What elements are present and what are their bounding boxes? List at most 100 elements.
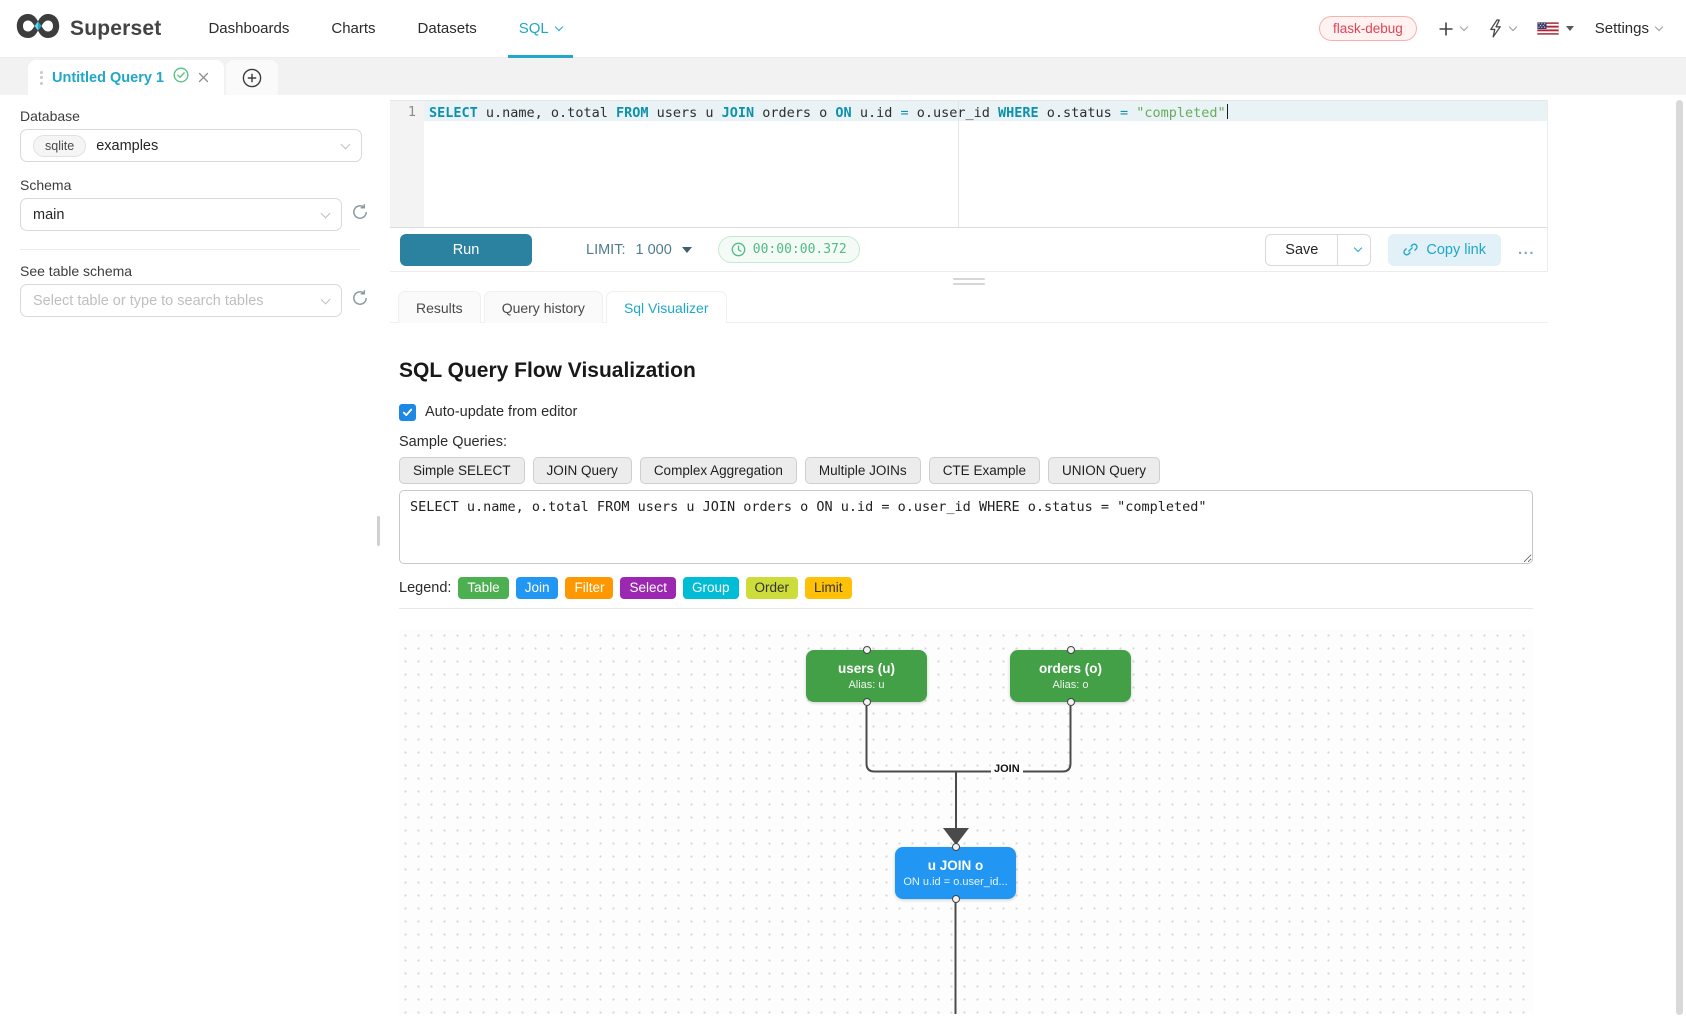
legend-badge-table: Table: [458, 577, 509, 599]
sample-queries-label: Sample Queries:: [399, 434, 507, 450]
pane-resize-handle[interactable]: [390, 272, 1548, 290]
chevron-down-icon: [1508, 22, 1518, 32]
add-query-tab-button[interactable]: [226, 60, 278, 95]
refresh-tables-button[interactable]: [351, 289, 369, 312]
timer-value: 00:00:00.372: [752, 242, 847, 257]
legend-row: Legend: Table Join Filter Select Group O…: [399, 577, 1533, 599]
run-button[interactable]: Run: [400, 233, 532, 266]
save-options-button[interactable]: [1337, 233, 1372, 266]
legend-badge-order: Order: [745, 577, 799, 599]
editor-print-margin: [958, 101, 959, 227]
query-input[interactable]: SELECT u.name, o.total FROM users u JOIN…: [399, 490, 1533, 564]
nav-item-dashboards[interactable]: Dashboards: [208, 20, 290, 37]
editor-code-line[interactable]: SELECT u.name, o.total FROM users u JOIN…: [429, 104, 1229, 121]
auto-update-label: Auto-update from editor: [425, 404, 578, 420]
limit-label: LIMIT:: [586, 241, 626, 258]
sample-union-query-button[interactable]: UNION Query: [1047, 457, 1160, 484]
edge-label-join: JOIN: [991, 763, 1023, 775]
sqllab-main-panel: 1 SELECT u.name, o.total FROM users u JO…: [390, 95, 1548, 1034]
tab-query-history[interactable]: Query history: [483, 291, 603, 323]
tab-results[interactable]: Results: [398, 291, 481, 323]
nav-item-datasets[interactable]: Datasets: [417, 20, 477, 37]
legend-badge-join: Join: [515, 577, 559, 599]
flow-canvas[interactable]: JOIN users (u) Alias: u orders (o) Alias…: [399, 629, 1533, 1014]
refresh-schemas-button[interactable]: [351, 203, 369, 226]
query-tab-bar: Untitled Query 1: [0, 58, 1686, 95]
new-item-menu[interactable]: [1438, 21, 1469, 37]
brand-name: Superset: [70, 16, 162, 40]
sample-query-buttons: Simple SELECT JOIN Query Complex Aggrega…: [399, 457, 1533, 484]
auto-update-row: Auto-update from editor: [399, 403, 1533, 421]
lightning-icon: [1489, 19, 1501, 38]
toolbar-right-group: Save Copy link ...: [1265, 233, 1535, 266]
node-title: users (u): [837, 661, 895, 676]
tab-sql-visualizer[interactable]: Sql Visualizer: [605, 291, 727, 323]
line-number: 1: [407, 104, 416, 120]
schema-select[interactable]: main: [20, 198, 342, 231]
chevron-down-icon: [340, 139, 351, 149]
sidebar-divider: [20, 249, 360, 250]
database-type-tag: sqlite: [33, 134, 87, 157]
query-timer: 00:00:00.372: [717, 236, 860, 263]
main-nav: Dashboards Charts Datasets SQL: [187, 0, 583, 58]
table-select[interactable]: Select table or type to search tables: [20, 284, 342, 317]
chevron-down-icon: [1459, 22, 1469, 32]
table-schema-label: See table schema: [20, 263, 133, 279]
save-split-button: Save: [1265, 233, 1372, 266]
query-search-menu[interactable]: [1488, 19, 1518, 38]
sample-complex-aggregation-button[interactable]: Complex Aggregation: [639, 457, 797, 484]
sql-editor[interactable]: 1 SELECT u.name, o.total FROM users u JO…: [390, 100, 1548, 228]
section-divider: [399, 608, 1533, 609]
copy-link-button[interactable]: Copy link: [1388, 233, 1501, 266]
node-title: orders (o): [1038, 661, 1102, 676]
sample-join-query-button[interactable]: JOIN Query: [532, 457, 632, 484]
nav-item-sql[interactable]: SQL: [498, 0, 583, 58]
editor-gutter: 1: [390, 101, 424, 227]
limit-value: 1 000: [635, 241, 672, 258]
language-picker[interactable]: [1536, 22, 1574, 35]
editor-toolbar: Run LIMIT: 1 000 00:00:00.372 Save Copy …: [390, 228, 1548, 272]
link-icon: [1403, 243, 1418, 256]
database-select[interactable]: sqlite examples: [20, 129, 362, 162]
top-navbar: Superset Dashboards Charts Datasets SQL …: [0, 0, 1686, 58]
legend-badge-select: Select: [620, 577, 676, 599]
result-tab-bar: Results Query history Sql Visualizer: [390, 290, 1548, 323]
settings-menu[interactable]: Settings: [1595, 20, 1664, 37]
page-scrollbar[interactable]: [1676, 100, 1683, 1015]
sample-simple-select-button[interactable]: Simple SELECT: [399, 457, 525, 484]
flow-node-join[interactable]: u JOIN o ON u.id = o.user_id...: [895, 847, 1016, 899]
sidebar-resize-handle[interactable]: [377, 516, 380, 546]
flow-node-users[interactable]: users (u) Alias: u: [806, 650, 927, 702]
query-tab-active[interactable]: Untitled Query 1: [28, 60, 224, 95]
chevron-down-icon: [1654, 22, 1664, 32]
node-title: u JOIN o: [927, 858, 984, 873]
auto-update-checkbox[interactable]: [399, 403, 416, 421]
sample-cte-example-button[interactable]: CTE Example: [928, 457, 1040, 484]
plus-icon: [1439, 22, 1453, 35]
limit-dropdown[interactable]: LIMIT: 1 000: [586, 242, 692, 258]
schema-value: main: [33, 206, 65, 223]
sample-multiple-joins-button[interactable]: Multiple JOINs: [804, 457, 921, 484]
check-circle-icon: [173, 67, 189, 88]
caret-down-icon: [681, 246, 692, 253]
brand[interactable]: Superset: [16, 0, 161, 57]
legend-badge-limit: Limit: [805, 577, 852, 599]
save-button[interactable]: Save: [1265, 233, 1339, 266]
database-value: examples: [96, 137, 159, 154]
flow-edges: [865, 706, 1072, 1014]
us-flag-icon: [1536, 22, 1559, 35]
legend-badge-filter: Filter: [565, 577, 614, 599]
sqllab-sidebar: Database sqlite examples Schema main See…: [0, 95, 380, 1034]
more-actions-button[interactable]: ...: [1517, 241, 1535, 258]
checkbox-checked-icon: [402, 408, 413, 416]
flow-node-orders[interactable]: orders (o) Alias: o: [1010, 650, 1131, 702]
legend-badge-group: Group: [683, 577, 739, 599]
drag-dots-icon[interactable]: [40, 70, 43, 85]
chevron-down-icon: [554, 22, 564, 32]
close-icon[interactable]: [198, 71, 209, 85]
node-subtitle: Alias: u: [848, 679, 885, 691]
schema-label: Schema: [20, 177, 72, 193]
node-subtitle: Alias: o: [1052, 679, 1089, 691]
navbar-right: flask-debug Settings: [1319, 0, 1664, 57]
nav-item-charts[interactable]: Charts: [331, 20, 376, 37]
